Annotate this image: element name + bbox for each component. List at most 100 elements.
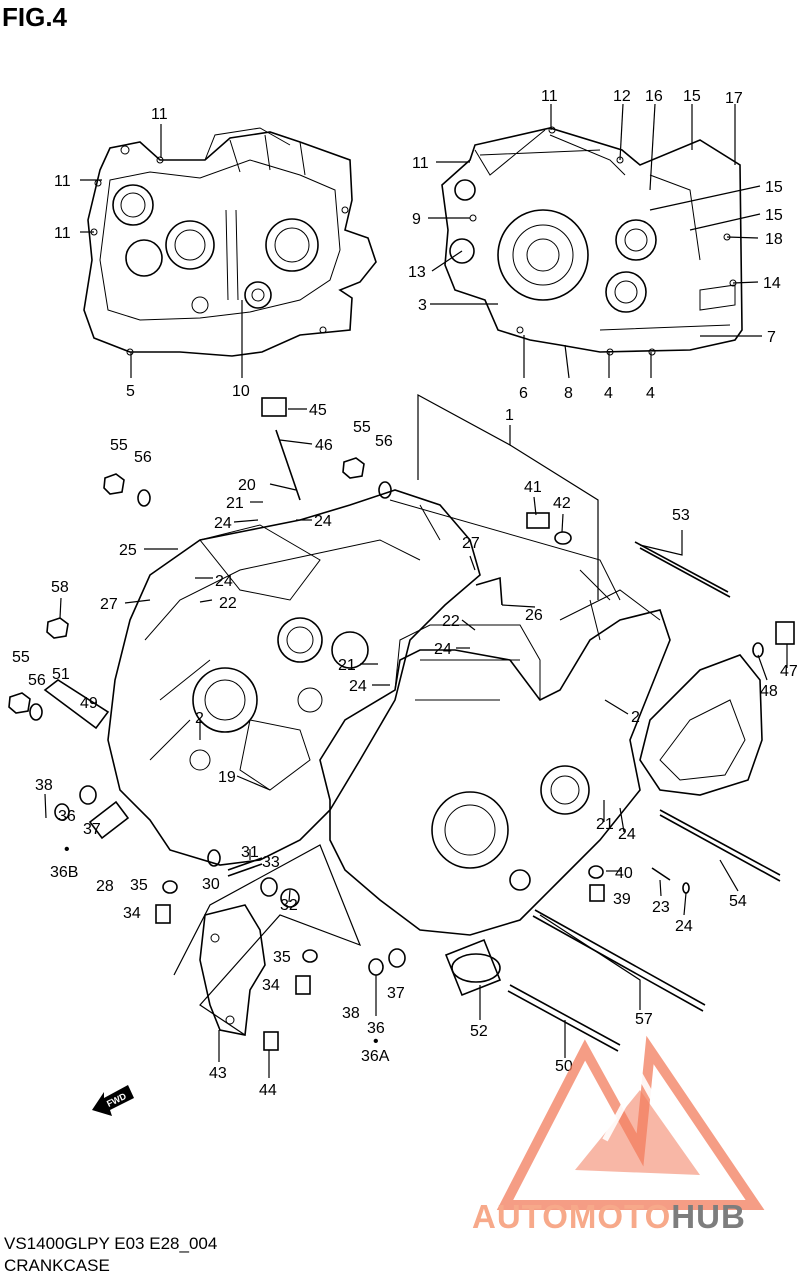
callout-label: 34	[123, 905, 141, 922]
callout-label: 15	[765, 207, 783, 224]
callout-label: 26	[525, 607, 543, 624]
callout-label: 11	[541, 88, 558, 105]
callout-label: 24	[215, 573, 233, 590]
callout-label: 24	[314, 513, 332, 530]
dot-marker: •	[373, 1033, 379, 1050]
callout-label: 36	[367, 1020, 385, 1037]
watermark-text: AUTOMOTOHUB	[472, 1198, 746, 1236]
callout-label: 24	[434, 641, 452, 658]
callout-label: 15	[765, 179, 783, 196]
callout-label: 53	[672, 507, 690, 524]
callout-label: 24	[675, 918, 693, 935]
callout-label: 13	[408, 264, 426, 281]
callout-label: 43	[209, 1065, 227, 1082]
callout-label: 10	[232, 383, 250, 400]
callout-label: 20	[238, 477, 256, 494]
callout-label: 21	[226, 495, 244, 512]
long-bolts	[507, 541, 781, 1052]
callout-label: 35	[130, 877, 148, 894]
callout-label: 11	[54, 225, 71, 242]
callout-labels: 11 11 11 5 10 11 12 16 15 17 11 15 9 15 …	[12, 88, 798, 1099]
callout-label: 4	[604, 385, 613, 402]
callout-label: 49	[80, 695, 98, 712]
callout-label: 6	[519, 385, 528, 402]
callout-label: 48	[760, 683, 778, 700]
callout-label: 38	[35, 777, 53, 794]
callout-label: 11	[412, 155, 429, 172]
callout-label: 18	[765, 231, 783, 248]
fwd-arrow-icon: FWD	[92, 1085, 134, 1116]
model-code: VS1400GLPY E03 E28_004	[4, 1234, 218, 1253]
callout-label: 30	[202, 876, 220, 893]
callout-label: 46	[315, 437, 333, 454]
callout-label: 47	[780, 663, 798, 680]
leader-lines	[44, 103, 788, 1078]
callout-label: 28	[96, 878, 114, 895]
callout-label: 56	[28, 672, 46, 689]
callout-label: 55	[12, 649, 30, 666]
callout-label: 54	[729, 893, 747, 910]
callout-label: 55	[110, 437, 128, 454]
callout-label: 17	[725, 90, 743, 107]
callout-label: 23	[652, 899, 670, 916]
callout-label: 36A	[361, 1048, 390, 1065]
callout-label: 35	[273, 949, 291, 966]
dot-marker: •	[64, 841, 70, 858]
callout-label: 27	[100, 596, 118, 613]
callout-label: 15	[683, 88, 701, 105]
callout-label: 24	[618, 826, 636, 843]
callout-label: 4	[646, 385, 655, 402]
callout-label: 27	[462, 535, 480, 552]
right-crankcase-half-view	[441, 126, 743, 356]
left-crankcase-half-view	[83, 127, 377, 357]
callout-label: 19	[218, 769, 236, 786]
small-fasteners	[8, 397, 795, 1051]
callout-label: 16	[645, 88, 663, 105]
callout-label: 57	[635, 1011, 653, 1028]
callout-label: 33	[262, 854, 280, 871]
part-48-cover	[639, 654, 763, 796]
callout-label: 8	[564, 385, 573, 402]
callout-label: 51	[52, 666, 70, 683]
callout-label: 56	[375, 433, 393, 450]
callout-label: 34	[262, 977, 280, 994]
callout-label: 21	[338, 657, 356, 674]
figure-title: FIG.4	[2, 2, 68, 32]
callout-label: 52	[470, 1023, 488, 1040]
callout-label: 40	[615, 865, 633, 882]
callout-label: 56	[134, 449, 152, 466]
callout-label: 22	[219, 595, 237, 612]
callout-label: 25	[119, 542, 137, 559]
figure-caption: CRANKCASE	[4, 1256, 110, 1275]
callout-label: 39	[613, 891, 631, 908]
callout-label: 44	[259, 1082, 277, 1099]
callout-label: 9	[412, 211, 421, 228]
callout-label: 24	[349, 678, 367, 695]
callout-label: 36B	[50, 864, 78, 881]
callout-label: 55	[353, 419, 371, 436]
callout-label: 58	[51, 579, 69, 596]
watermark-text-part1: AUTOMOTO	[472, 1198, 672, 1235]
callout-label: 2	[631, 709, 640, 726]
callout-label: 31	[241, 844, 259, 861]
callout-label: 37	[387, 985, 405, 1002]
callout-label: 42	[553, 495, 571, 512]
callout-label: 38	[342, 1005, 360, 1022]
watermark-logo-icon	[496, 1035, 765, 1210]
callout-label: 14	[763, 275, 781, 292]
callout-label: 3	[418, 297, 427, 314]
callout-label: 11	[54, 173, 71, 190]
callout-label: 12	[613, 88, 631, 105]
callout-label: 2	[195, 710, 204, 727]
callout-label: 45	[309, 402, 327, 419]
part-43-cover	[199, 904, 266, 1036]
callout-label: 7	[767, 329, 776, 346]
callout-label: 32	[280, 897, 298, 914]
watermark-text-part2: HUB	[671, 1198, 746, 1235]
callout-label: 11	[151, 106, 168, 123]
callout-label: 37	[83, 821, 101, 838]
main-crankcase-assembly	[107, 489, 671, 936]
callout-label: 24	[214, 515, 232, 532]
callout-label: 41	[524, 479, 542, 496]
